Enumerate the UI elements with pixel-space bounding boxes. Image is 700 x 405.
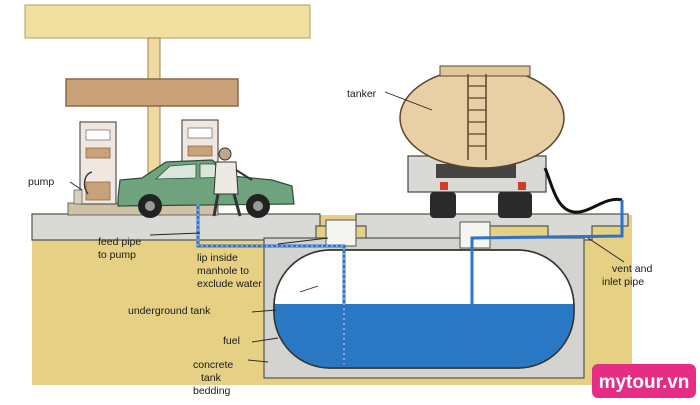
sign-board [65, 78, 239, 107]
label-tanker: tanker [347, 88, 377, 100]
label-feed-pipe-1: feed pipe [98, 236, 141, 248]
leader-lines [69, 91, 625, 363]
label-underground-tank: underground tank [128, 305, 211, 317]
label-concrete-2: tank [201, 372, 222, 384]
manhole-right [459, 221, 491, 249]
fuel-level [274, 304, 574, 368]
label-lip-1: lip inside [197, 252, 238, 264]
label-concrete-3: bedding [193, 385, 231, 397]
watermark-text: mytour.vn [599, 372, 690, 393]
label-concrete-1: concrete [193, 359, 233, 371]
label-pump: pump [28, 176, 54, 188]
label-vent-1: vent and [612, 263, 652, 275]
label-lip-2: manhole to [197, 265, 249, 277]
manhole-left [325, 219, 357, 247]
attendant-figure [212, 147, 253, 217]
label-feed-pipe-2: to pump [98, 249, 136, 261]
label-lip-3: exclude water [197, 278, 262, 290]
vent-inlet-pipe [470, 200, 624, 358]
watermark-badge [592, 364, 696, 398]
label-fuel: fuel [223, 335, 240, 347]
label-vent-2: inlet pipe [602, 276, 644, 288]
canopy-roof [24, 4, 311, 39]
pump-left [73, 121, 117, 205]
delivery-hose [543, 167, 623, 214]
tanker-truck [399, 65, 565, 218]
car [117, 159, 295, 218]
tanker-tank [399, 67, 565, 169]
